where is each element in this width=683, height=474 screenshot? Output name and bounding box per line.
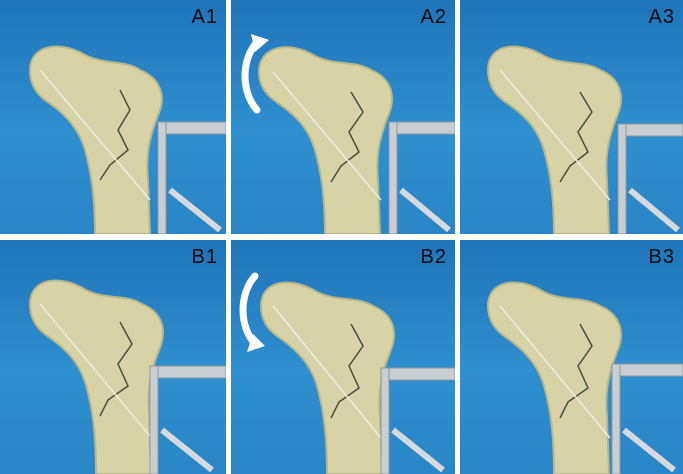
femur-bone [30,47,162,234]
femur-illustration [0,240,226,474]
screw-driver [393,430,443,470]
plate-implant [150,366,226,378]
screw-driver [624,430,674,470]
panel-label: A3 [649,6,675,29]
panel-b2: B2 [231,240,455,474]
plate-barrel [381,368,389,474]
plate-implant [618,124,683,136]
plate-barrel [612,364,620,474]
clockwise-arrow-icon [243,276,255,344]
plate-implant [612,364,683,376]
panel-label: A1 [192,6,218,29]
femur-illustration [460,240,683,474]
plate-barrel [158,122,166,234]
plate-barrel [389,122,397,234]
femur-bone [261,283,394,474]
panel-b1: B1 [0,240,226,474]
screw-driver [162,430,212,470]
panel-b3: B3 [460,240,683,474]
counterclockwise-arrow-icon [245,42,257,110]
femur-bone [488,47,621,234]
femur-illustration [231,240,455,474]
panel-a3: A3 [460,0,683,234]
femur-bone [259,47,392,234]
panel-label: A2 [421,6,447,29]
femur-illustration [460,0,683,234]
femur-illustration [0,0,226,234]
plate-implant [381,368,455,380]
plate-implant [389,122,455,134]
plate-implant [158,122,226,134]
screw-driver [401,190,449,230]
screw-driver [630,190,678,230]
panel-label: B3 [649,246,675,269]
screw-driver [170,190,220,230]
panel-a2: A2 [231,0,455,234]
plate-barrel [618,124,626,234]
panel-label: B1 [192,246,218,269]
panel-label: B2 [421,246,447,269]
panel-a1: A1 [0,0,226,234]
femur-illustration [231,0,455,234]
femur-bone [488,283,621,474]
plate-barrel [150,366,158,474]
femur-bone [30,281,163,474]
